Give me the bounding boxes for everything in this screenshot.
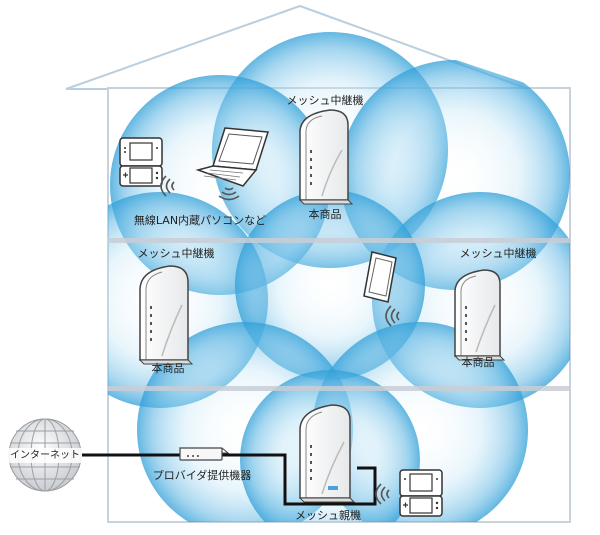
floor-line-upper xyxy=(108,238,570,243)
router-icon xyxy=(299,404,351,499)
laptop-icon xyxy=(195,127,269,187)
wifi-signal-icon xyxy=(160,175,175,197)
floor-line-lower xyxy=(108,386,570,391)
label-mesh-repeater-left: メッシュ中継機 xyxy=(137,247,215,260)
wifi-signal-icon xyxy=(375,483,390,505)
wifi-signal-icon xyxy=(385,305,400,327)
label-wireless-devices: 無線LAN内蔵パソコンなど xyxy=(133,214,267,227)
label-product-right: 本商品 xyxy=(461,356,495,369)
router-icon xyxy=(139,265,189,361)
router-icon xyxy=(299,109,349,201)
floors xyxy=(108,238,570,391)
smartphone-icon xyxy=(363,251,397,303)
label-mesh-repeater-right: メッシュ中継機 xyxy=(459,247,537,260)
router-parent xyxy=(298,404,356,503)
router-icon xyxy=(454,269,501,357)
cables xyxy=(82,453,377,506)
game-console-icon xyxy=(119,137,163,187)
label-provider-equipment: プロバイダ提供機器 xyxy=(152,469,252,482)
router-right xyxy=(453,269,506,361)
router-top xyxy=(298,109,354,205)
wifi-signal-icon xyxy=(218,187,240,201)
game-console-icon xyxy=(399,469,443,517)
modem-icon xyxy=(178,447,230,461)
label-internet: インターネット xyxy=(10,450,80,461)
globe-icon xyxy=(8,418,82,492)
label-product-left: 本商品 xyxy=(151,362,185,375)
label-product-top: 本商品 xyxy=(308,208,342,221)
label-mesh-repeater-top: メッシュ中継機 xyxy=(286,94,364,107)
internet-cable xyxy=(82,453,377,506)
label-mesh-parent: メッシュ親機 xyxy=(295,509,361,522)
router-left xyxy=(138,265,194,365)
